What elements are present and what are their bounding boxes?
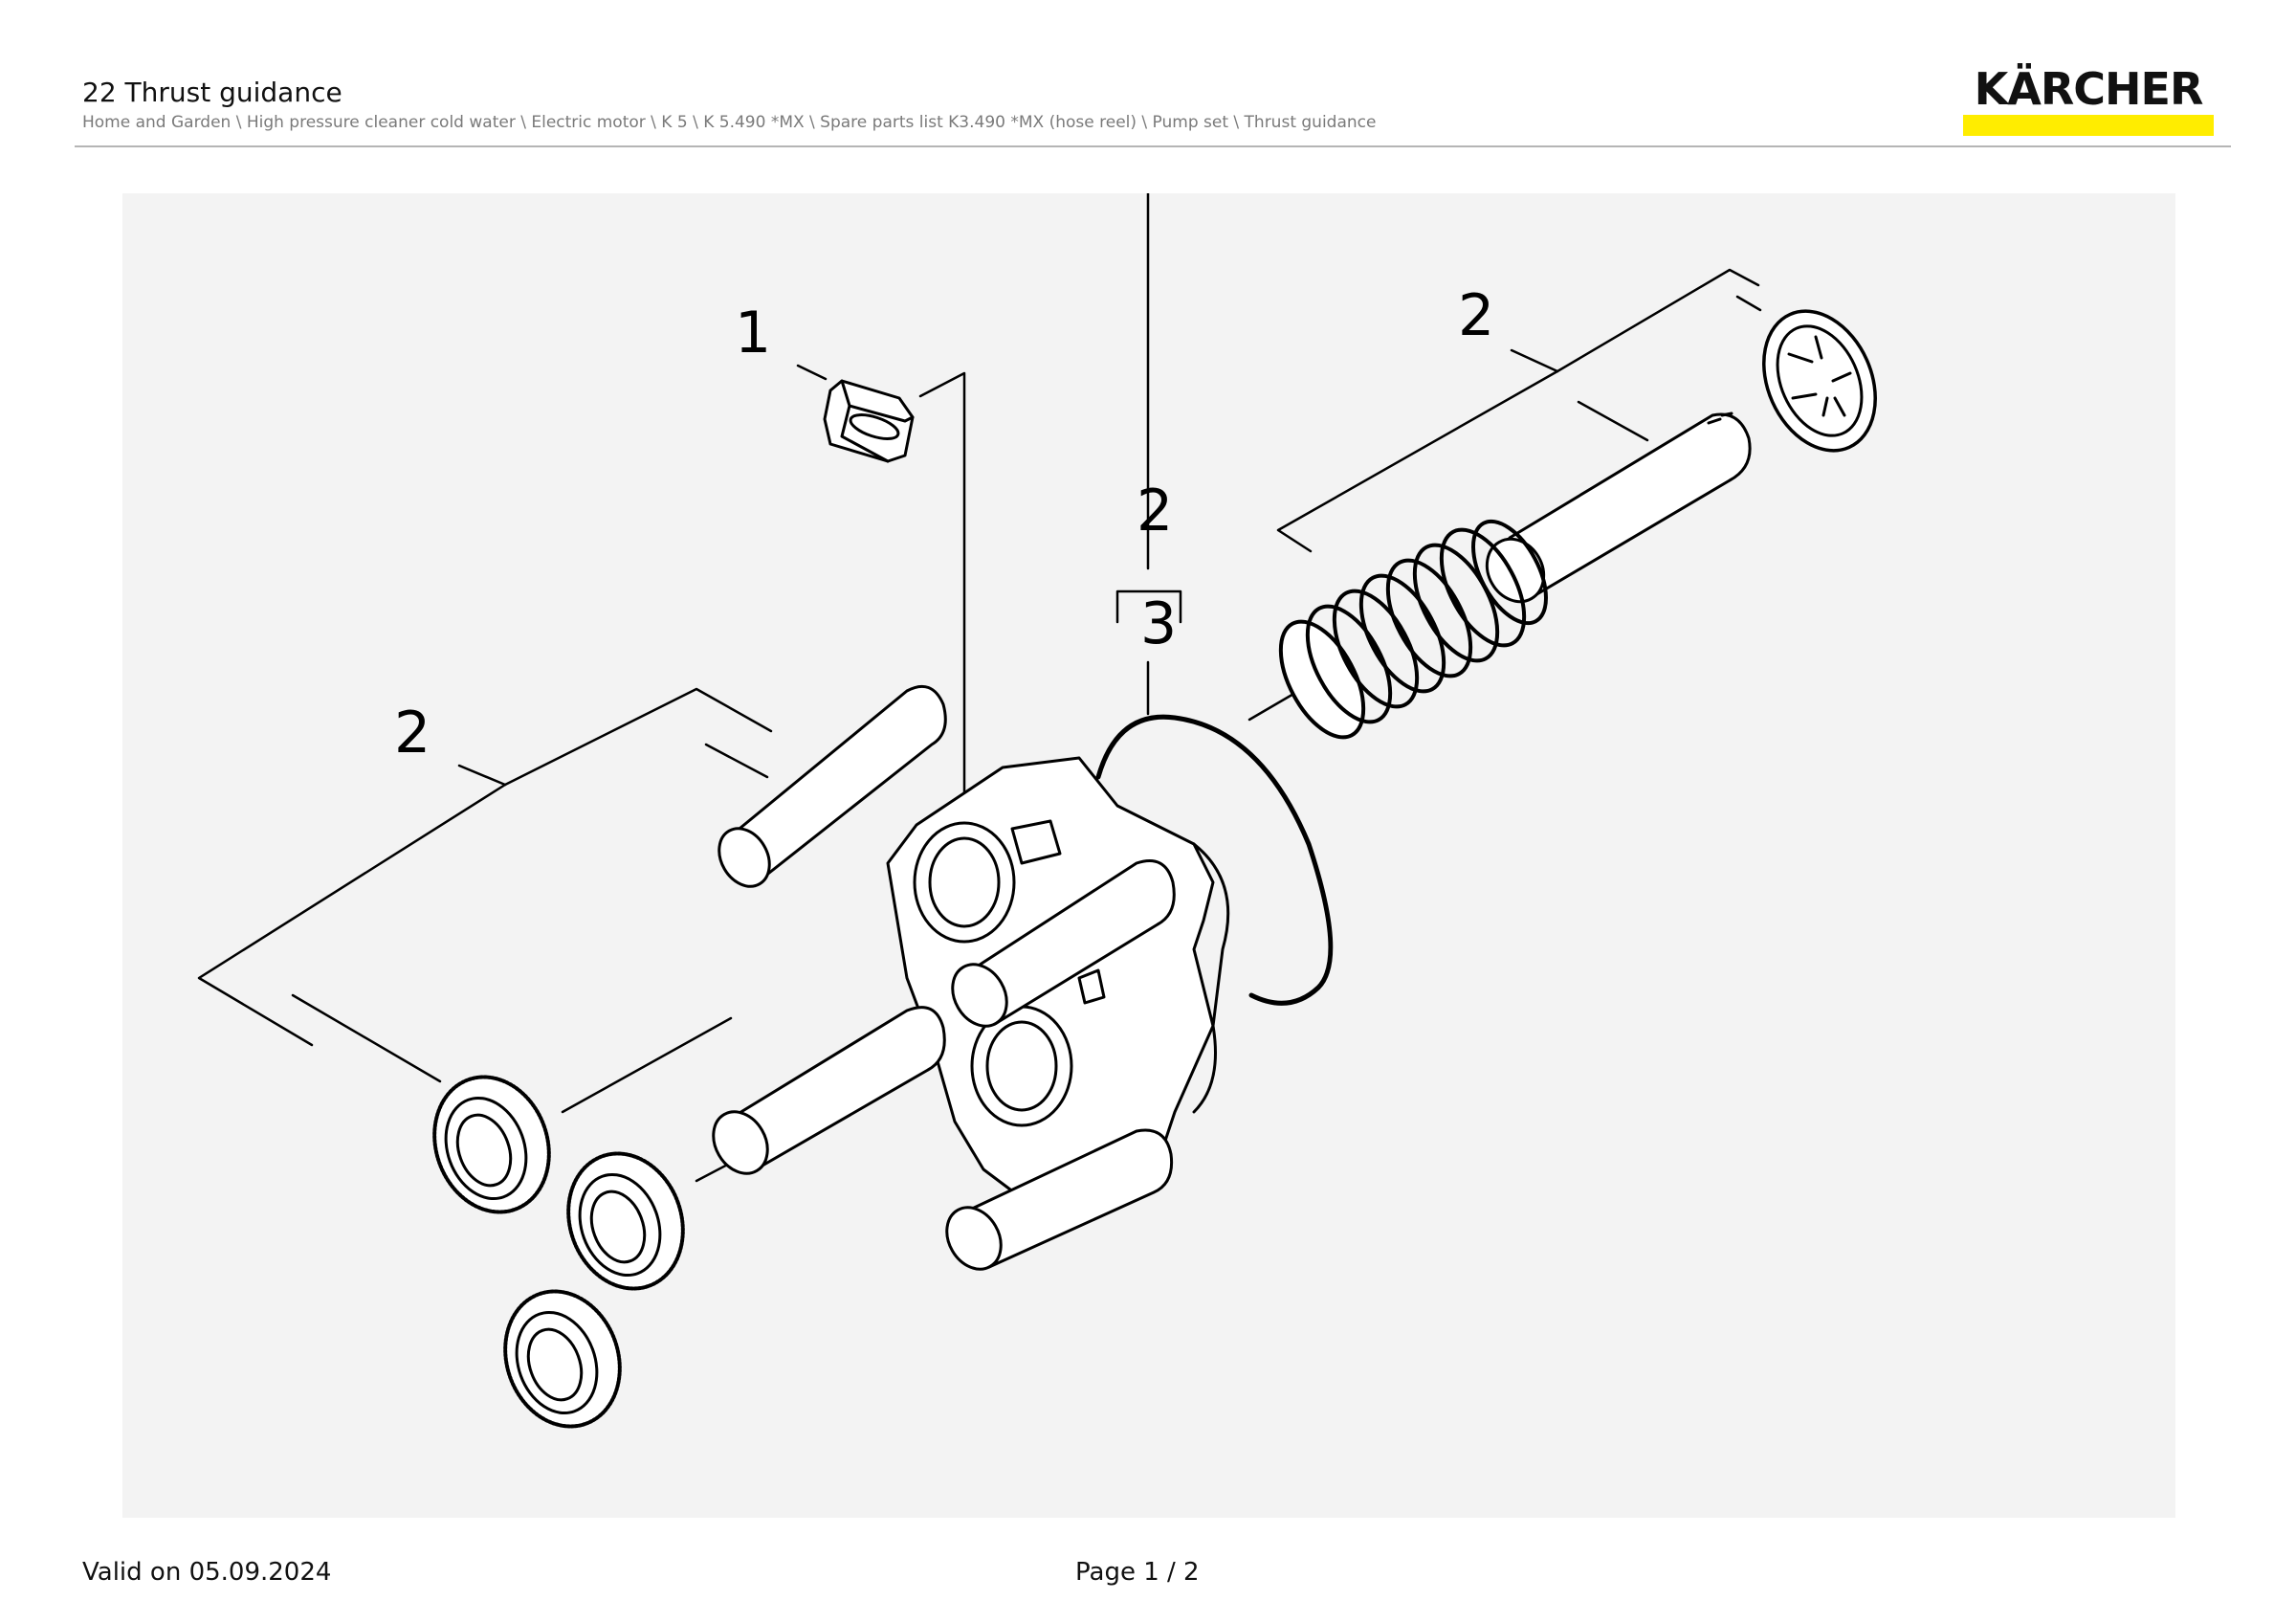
part-3-o-ring (1095, 714, 1334, 1006)
valid-on-date: Valid on 05.09.2024 (82, 1558, 332, 1587)
part-2-left-pin-top (718, 684, 947, 888)
part-2-left-pin-middle (951, 859, 1176, 1028)
exploded-view-drawing: 1 2 3 2 2 (122, 193, 2175, 1518)
part-2-left-seal-2 (566, 1151, 685, 1291)
parts-diagram-svg: 1 2 3 2 2 (197, 193, 1877, 1429)
leader-lines-part-2-right (1247, 268, 1762, 722)
logo-wordmark: KÄRCHER (1974, 63, 2204, 115)
part-2-left-pin-lower (712, 1006, 946, 1175)
part-2-left-seal-1 (432, 1075, 551, 1214)
callout-3: 3 (1140, 590, 1177, 657)
page-number: Page 1 / 2 (1075, 1558, 1200, 1587)
part-2-right-retainer-ring (1762, 309, 1877, 453)
part-3-spring (1278, 519, 1548, 740)
callout-1: 1 (735, 300, 771, 367)
part-2-right-piston (1485, 411, 1752, 604)
callout-2-right: 2 (1458, 282, 1494, 349)
part-2-left-pin-bottom (945, 1128, 1174, 1271)
karcher-logo: KÄRCHER (1963, 65, 2214, 138)
part-1-nut (823, 379, 915, 463)
header-divider (75, 145, 2231, 147)
page-header: 22 Thrust guidance Home and Garden \ Hig… (0, 0, 2296, 153)
callout-2-middle: 2 (1137, 478, 1173, 545)
callout-2-left: 2 (394, 700, 430, 767)
logo-yellow-bar (1963, 115, 2214, 136)
breadcrumb: Home and Garden \ High pressure cleaner … (82, 113, 1377, 132)
page-title: 22 Thrust guidance (82, 77, 342, 108)
part-2-left-seal-3 (503, 1289, 622, 1429)
leader-lines-part-3 (1115, 193, 1182, 716)
